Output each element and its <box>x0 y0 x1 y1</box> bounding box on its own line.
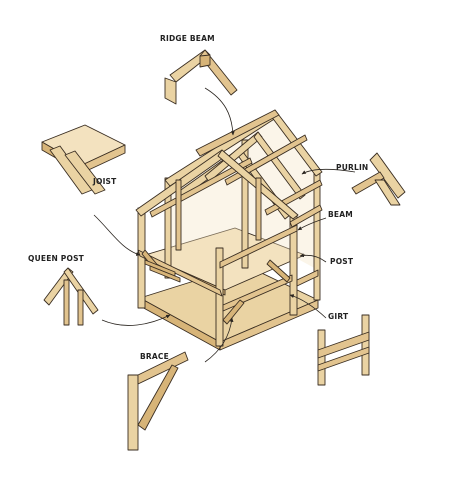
arrow-queen-post <box>101 314 171 326</box>
label-beam: BEAM <box>328 210 353 219</box>
arrow-beam <box>297 217 327 231</box>
arrow-joist <box>93 214 141 256</box>
back-right-post <box>313 169 321 301</box>
purlin-post <box>374 179 401 206</box>
ridge-beam-member <box>195 109 280 157</box>
girt-rail-1 <box>317 331 370 359</box>
girt-post-right <box>361 314 370 376</box>
side-beam <box>289 204 323 228</box>
rafter-3-right <box>253 131 306 200</box>
callout-arrows <box>93 87 356 363</box>
ridge-beam-detail <box>164 49 238 105</box>
queen-post-right-member <box>255 177 262 241</box>
purlin-left <box>149 157 253 218</box>
queen-post-left-member <box>175 179 182 251</box>
label-joist: JOIST <box>93 177 117 186</box>
label-brace: BRACE <box>140 352 169 361</box>
girt-rail-2 <box>317 346 370 372</box>
arrow-ridge-beam <box>204 87 235 136</box>
label-ridge-beam: RIDGE BEAM <box>160 34 215 43</box>
brace-post <box>127 374 139 451</box>
house-frame <box>135 109 323 351</box>
arrow-brace <box>204 317 234 363</box>
label-purlin: PURLIN <box>336 163 369 172</box>
brace-member-1 <box>222 299 245 325</box>
front-middle-post <box>215 247 224 347</box>
arrow-post <box>299 253 327 263</box>
ridge-post <box>164 77 177 105</box>
arrow-girt <box>289 294 327 319</box>
queen-post-detail <box>43 267 99 326</box>
arrow-purlin <box>301 168 356 175</box>
girt-detail <box>317 314 370 386</box>
label-post: POST <box>330 257 354 266</box>
joist-member-2 <box>64 150 106 195</box>
qp-post-right <box>77 289 84 326</box>
brace-member-3 <box>266 259 291 283</box>
brace-detail <box>127 351 189 451</box>
qp-post-left <box>63 279 70 326</box>
back-middle-post <box>241 139 249 269</box>
brace-beam <box>137 351 189 385</box>
label-queen-post: QUEEN POST <box>28 254 84 263</box>
front-beam-right <box>219 224 298 269</box>
purlin-rafter <box>369 152 406 199</box>
purlin-beam <box>351 171 385 195</box>
brace-diagonal <box>137 364 179 431</box>
qp-rafter-left <box>43 267 74 306</box>
joist-detail <box>41 124 126 195</box>
ridge-beam-end <box>199 54 211 68</box>
purlin-detail <box>351 152 406 206</box>
girt-member-side <box>296 269 319 287</box>
loft-joist-2 <box>149 265 181 283</box>
label-girt: GIRT <box>328 312 349 321</box>
